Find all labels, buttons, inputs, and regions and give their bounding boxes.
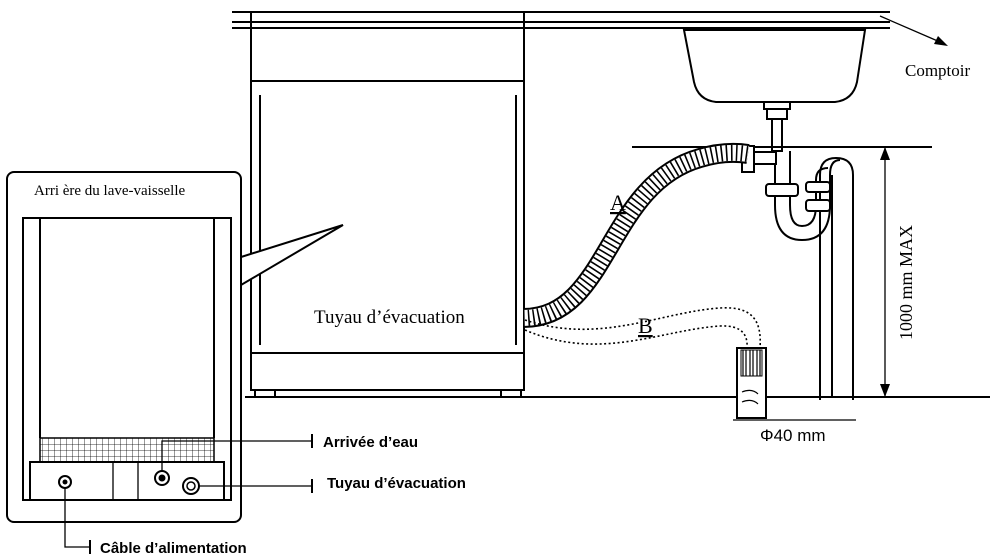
power-cable-label: Câble d’alimentation [100, 540, 247, 557]
water-inlet-connector [154, 470, 170, 486]
floor-drain-pipe [736, 347, 767, 419]
water-inlet-label: Arrivée d’eau [323, 434, 418, 451]
height-max-label: 1000 mm MAX [896, 225, 916, 340]
sink [682, 29, 867, 152]
drain-hose-b [524, 307, 762, 349]
dishwasher [250, 27, 525, 398]
countertop [232, 11, 890, 29]
power-cable-socket [58, 475, 72, 489]
drain-hose-connector [182, 477, 200, 495]
height-dimension [880, 147, 890, 397]
hose-a-label: A [610, 190, 626, 215]
countertop-label: Comptoir [905, 61, 971, 80]
power-cable-leader [64, 488, 91, 554]
countertop-arrow [879, 15, 948, 46]
sink-trap [765, 151, 841, 242]
drain-diameter-label: Φ40 mm [760, 426, 826, 445]
drain-hose-center-label: Tuyau d’évacuation [314, 307, 465, 328]
standpipe [819, 156, 854, 400]
back-view-panel [6, 171, 242, 523]
hose-b-label: B [638, 313, 653, 338]
drain-hose-leader [199, 479, 313, 493]
hose-connector [741, 145, 777, 173]
drain-hose-a [522, 142, 750, 328]
water-inlet-leader [161, 434, 313, 471]
drain-hose-side-label: Tuyau d’évacuation [327, 475, 466, 492]
back-view-title: Arri ère du lave-vaisselle [34, 183, 186, 199]
